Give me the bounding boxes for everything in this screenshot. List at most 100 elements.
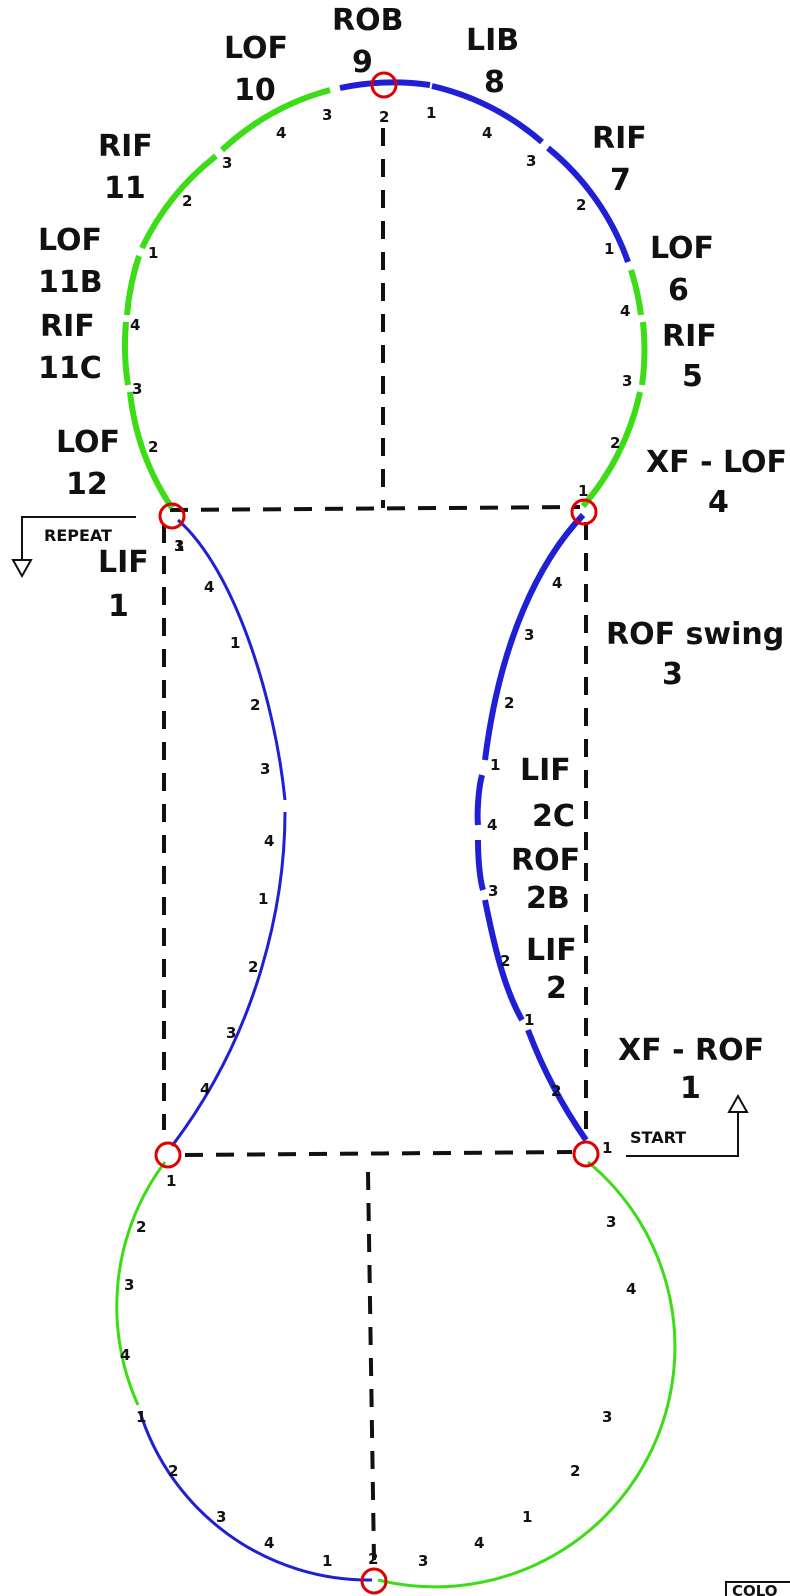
count: 1 bbox=[174, 537, 184, 555]
label-lif-2-line1: LIF bbox=[526, 933, 577, 968]
count: 4 bbox=[200, 1080, 210, 1098]
label-lof-6-line2: 6 bbox=[668, 273, 689, 308]
count: 1 bbox=[524, 1011, 534, 1029]
label-lof-6-line1: LOF bbox=[650, 231, 714, 266]
bottom-circle-vertical-guide bbox=[366, 1171, 376, 1561]
count: 2 bbox=[379, 108, 389, 126]
label-lof-12-line2: 12 bbox=[66, 467, 108, 502]
right-lobe-rof2b bbox=[475, 839, 486, 891]
count: 1 bbox=[604, 240, 614, 258]
count: 1 bbox=[230, 634, 240, 652]
count: 3 bbox=[524, 626, 534, 644]
count: 3 bbox=[174, 537, 184, 555]
top-green-arc-rif5 bbox=[639, 321, 648, 386]
label-xf-lof-4-line2: 4 bbox=[708, 485, 729, 520]
left-lobe bbox=[170, 518, 287, 1147]
label-rof-2b-line1: ROF bbox=[511, 843, 580, 878]
count: 4 bbox=[626, 1280, 636, 1298]
counts-right-lobe: 1 2 3 4 1 2 3 4 1 2 3 4 bbox=[487, 574, 636, 1298]
count: 3 bbox=[418, 1552, 428, 1570]
right-lobe-lif2c bbox=[474, 774, 485, 826]
label-lif-2c-line2: 2C bbox=[532, 799, 575, 834]
bottom-circle-horizontal-guide bbox=[184, 1150, 573, 1157]
start-arrow-line bbox=[626, 1112, 739, 1157]
right-lobe-xfrof1 bbox=[525, 1028, 589, 1142]
count: 4 bbox=[130, 316, 140, 334]
label-lof-12-line1: LOF bbox=[56, 425, 120, 460]
counts-bottom-circle: 2 3 4 1 2 3 4 1 2 3 4 1 2 3 bbox=[120, 1218, 612, 1570]
legend-box: COLO bbox=[725, 1581, 790, 1596]
transition-ring-top-left bbox=[158, 502, 186, 530]
count: 3 bbox=[226, 1024, 236, 1042]
count: 4 bbox=[482, 124, 492, 142]
label-rif-7-line1: RIF bbox=[592, 121, 647, 156]
count: 3 bbox=[488, 882, 498, 900]
top-circle-horizontal-guide bbox=[169, 505, 581, 512]
legend-frame bbox=[725, 1581, 790, 1596]
count: 3 bbox=[602, 1408, 612, 1426]
count: 1 bbox=[166, 1172, 176, 1190]
transition-ring-top bbox=[370, 71, 398, 99]
label-rif-5-line2: 5 bbox=[682, 359, 703, 394]
label-xf-rof-1-line1: XF - ROF bbox=[618, 1033, 764, 1068]
count: 4 bbox=[487, 816, 497, 834]
left-lobe-curve-upper bbox=[177, 518, 287, 801]
top-blue-arc-rif7 bbox=[546, 145, 631, 263]
transition-ring-bottom-right bbox=[572, 1140, 600, 1168]
count: 2 bbox=[182, 192, 192, 210]
count: 4 bbox=[264, 832, 274, 850]
label-xf-rof-1-line2: 1 bbox=[680, 1071, 701, 1106]
label-lof-11b-line1: LOF bbox=[38, 223, 102, 258]
repeat-label: REPEAT bbox=[44, 526, 112, 545]
count: 3 bbox=[622, 372, 632, 390]
count: 2 bbox=[551, 1082, 561, 1100]
label-rif-7-line2: 7 bbox=[610, 163, 631, 198]
label-lof-11b-line2: 11B bbox=[38, 265, 103, 300]
top-green-arc-rif11 bbox=[139, 153, 218, 250]
label-lif-2c-line1: LIF bbox=[520, 753, 571, 788]
element-labels: XF - ROF 1 LIF 2 ROF 2B LIF 2C ROF swing… bbox=[38, 3, 787, 1106]
transition-ring-top-right bbox=[570, 498, 598, 526]
label-rif-11c-line2: 11C bbox=[38, 351, 102, 386]
count: 3 bbox=[260, 760, 270, 778]
count: 4 bbox=[276, 124, 286, 142]
label-xf-lof-4-line1: XF - LOF bbox=[646, 445, 787, 480]
transition-ring-bottom-left bbox=[154, 1141, 182, 1169]
count: 4 bbox=[552, 574, 562, 592]
label-rob-9-line2: 9 bbox=[352, 45, 373, 80]
count: 3 bbox=[322, 106, 332, 124]
top-green-arc-rif11c bbox=[121, 321, 131, 386]
count: 2 bbox=[576, 196, 586, 214]
count: 3 bbox=[526, 152, 536, 170]
count: 4 bbox=[264, 1534, 274, 1552]
transition-points bbox=[154, 71, 600, 1595]
guide-lines bbox=[162, 128, 588, 1561]
count: 4 bbox=[474, 1534, 484, 1552]
count: 1 bbox=[578, 482, 588, 500]
label-rif-5-line1: RIF bbox=[662, 319, 717, 354]
top-circle bbox=[121, 79, 648, 510]
top-blue-arc-rob bbox=[339, 79, 431, 91]
top-green-arc-lof11b bbox=[124, 255, 142, 316]
count: 1 bbox=[490, 756, 500, 774]
count: 4 bbox=[620, 302, 630, 320]
start-arrow-head bbox=[727, 1093, 749, 1113]
top-green-arc-lof10 bbox=[219, 87, 331, 153]
label-rof-2b-line2: 2B bbox=[526, 881, 570, 916]
count: 2 bbox=[250, 696, 260, 714]
label-rif-11c-line1: RIF bbox=[40, 309, 95, 344]
count: 2 bbox=[248, 958, 258, 976]
count: 2 bbox=[504, 694, 514, 712]
count: 2 bbox=[570, 1462, 580, 1480]
label-rif-11-line1: RIF bbox=[98, 129, 153, 164]
repeat-arrow-head bbox=[11, 559, 33, 579]
left-lobe-curve-lower bbox=[170, 811, 287, 1147]
count: 3 bbox=[124, 1276, 134, 1294]
label-lif-2-line2: 2 bbox=[546, 971, 567, 1006]
label-lib-8-line1: LIB bbox=[466, 23, 519, 58]
label-rob-9-line1: ROB bbox=[332, 3, 403, 38]
count: 3 bbox=[606, 1213, 616, 1231]
count: 2 bbox=[368, 1550, 378, 1568]
right-lobe bbox=[474, 512, 589, 1142]
bottom-circle bbox=[115, 1160, 677, 1589]
